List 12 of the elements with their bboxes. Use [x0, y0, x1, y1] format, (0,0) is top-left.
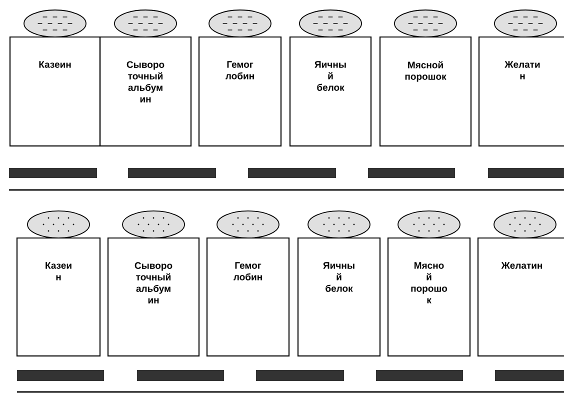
sample-box: Гемог лобин [206, 237, 290, 357]
sample-box: Яичны й белок [289, 36, 372, 147]
sample-box: Гемог лобин [198, 36, 282, 147]
sample-box: Сыворо точный альбум ин [107, 237, 200, 357]
sample-box: Казеи н [16, 237, 101, 357]
sample-box: Мясной порошок [379, 36, 472, 147]
sample-box: Сыворо точный альбум ин [99, 36, 192, 147]
sample-box: Желати н [478, 36, 564, 147]
sample-box: Яичны й белок [297, 237, 381, 357]
sample-box: Казеин [9, 36, 101, 147]
sample-box: Желатин [477, 237, 564, 357]
sample-box: Мясно й порошо к [387, 237, 471, 357]
